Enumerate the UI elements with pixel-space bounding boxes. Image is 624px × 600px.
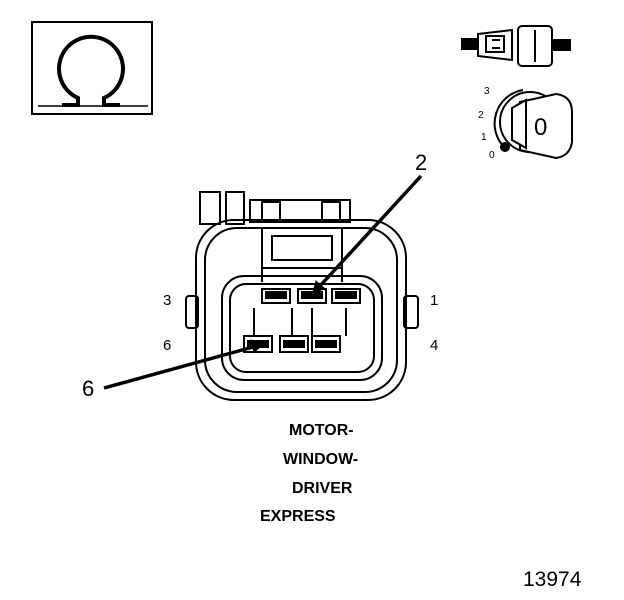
caption-line-2: WINDOW- xyxy=(283,451,359,468)
callout-label-2: 2 xyxy=(415,150,428,175)
callout-arrowhead-6 xyxy=(250,339,266,353)
key-position-3: 3 xyxy=(484,86,490,97)
callout-leaders xyxy=(103,174,423,390)
ohm-icon xyxy=(31,21,153,115)
callout-label-6: 6 xyxy=(82,376,95,401)
caption-line-3: DRIVER xyxy=(292,480,353,497)
pin-label-6: 6 xyxy=(163,337,172,354)
key-position-2: 2 xyxy=(478,110,484,121)
test-probe-icon xyxy=(461,25,571,67)
callout-leader-2 xyxy=(317,174,423,289)
key-position-1: 1 xyxy=(481,132,487,143)
callout-arrowhead-2 xyxy=(311,280,325,298)
pin-label-4: 4 xyxy=(430,337,439,354)
caption-line-1: MOTOR- xyxy=(289,422,354,439)
pin-label-1: 1 xyxy=(430,292,439,309)
caption-line-4: EXPRESS xyxy=(260,508,336,525)
figure-number: 13974 xyxy=(523,568,582,591)
callout-leader-6 xyxy=(103,345,254,390)
ignition-key-icon xyxy=(493,89,573,160)
connector-body xyxy=(185,191,419,401)
pin-label-3: 3 xyxy=(163,292,172,309)
key-position-0: 0 xyxy=(489,150,495,161)
key-label: 0 xyxy=(534,114,548,141)
